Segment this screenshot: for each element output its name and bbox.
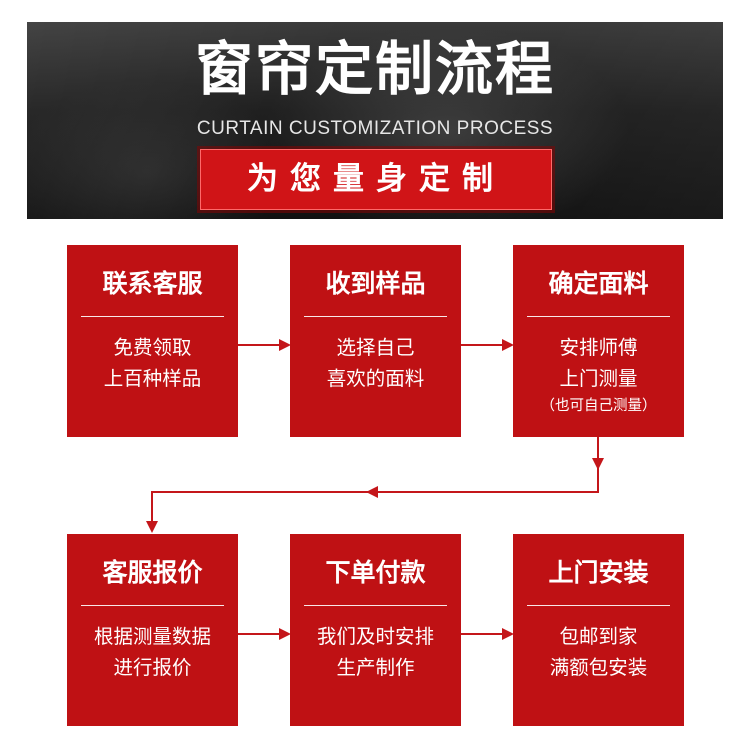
step-service-quote: 客服报价 根据测量数据 进行报价 (67, 534, 238, 726)
step-divider (304, 316, 447, 317)
step-contact-service: 联系客服 免费领取 上百种样品 (67, 245, 238, 437)
step-title: 联系客服 (67, 269, 238, 299)
step-line: 喜欢的面料 (290, 363, 461, 394)
step-divider (81, 316, 224, 317)
step-note: （也可自己测量） (513, 396, 684, 416)
step-line: 包邮到家 (513, 621, 684, 652)
step-description: 根据测量数据 进行报价 (67, 621, 238, 683)
step-title: 确定面料 (513, 269, 684, 299)
step-line: 根据测量数据 (67, 621, 238, 652)
arrow-3-down-head (592, 458, 604, 470)
step-receive-samples: 收到样品 选择自己 喜欢的面料 (290, 245, 461, 437)
step-line: 安排师傅 (513, 332, 684, 363)
step-line: 生产制作 (290, 652, 461, 683)
step-order-payment: 下单付款 我们及时安排 生产制作 (290, 534, 461, 726)
step-description: 安排师傅 上门测量 (513, 332, 684, 394)
step-line: 上门测量 (513, 363, 684, 394)
step-title: 上门安装 (513, 558, 684, 588)
step-line: 进行报价 (67, 652, 238, 683)
step-line: 免费领取 (67, 332, 238, 363)
step-divider (304, 605, 447, 606)
step-confirm-fabric: 确定面料 安排师傅 上门测量 （也可自己测量） (513, 245, 684, 437)
step-line: 我们及时安排 (290, 621, 461, 652)
step-description: 免费领取 上百种样品 (67, 332, 238, 394)
step-description: 我们及时安排 生产制作 (290, 621, 461, 683)
arrow-3-left-head (366, 486, 378, 498)
step-home-installation: 上门安装 包邮到家 满额包安装 (513, 534, 684, 726)
step-title: 下单付款 (290, 558, 461, 588)
step-line: 选择自己 (290, 332, 461, 363)
step-description: 包邮到家 满额包安装 (513, 621, 684, 683)
step-divider (527, 316, 670, 317)
step-divider (527, 605, 670, 606)
arrow-3-4-line (152, 436, 598, 524)
step-line: 满额包安装 (513, 652, 684, 683)
step-title: 客服报价 (67, 558, 238, 588)
step-title: 收到样品 (290, 269, 461, 299)
step-divider (81, 605, 224, 606)
step-description: 选择自己 喜欢的面料 (290, 332, 461, 394)
arrow-4-down-head (146, 521, 158, 533)
step-line: 上百种样品 (67, 363, 238, 394)
